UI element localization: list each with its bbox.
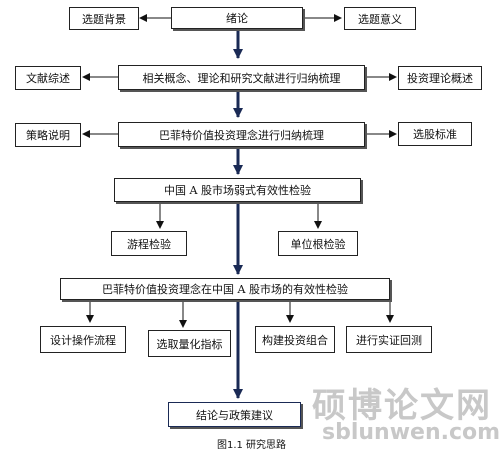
effectiveness-test-box: 巴菲特价值投资理念在中国 A 股市场的有效性检验 bbox=[60, 278, 390, 300]
topic-significance-box: 选题意义 bbox=[344, 7, 416, 30]
unit-root-test-label: 单位根检验 bbox=[290, 237, 346, 251]
literature-sorting-label: 相关概念、理论和研究文献进行归纳梳理 bbox=[142, 71, 341, 85]
select-indicators-label: 选取量化指标 bbox=[156, 337, 223, 351]
build-portfolio-label: 构建投资组合 bbox=[262, 333, 328, 347]
investment-theory-overview-box: 投资理论概述 bbox=[398, 66, 482, 90]
literature-sorting-box: 相关概念、理论和研究文献进行归纳梳理 bbox=[118, 65, 365, 90]
buffett-sorting-label: 巴菲特价值投资理念进行归纳梳理 bbox=[159, 128, 324, 142]
backtest-box: 进行实证回测 bbox=[346, 326, 432, 353]
topic-background-label: 选题背景 bbox=[82, 12, 126, 26]
watermark-text: 硕博论文网 bbox=[312, 386, 492, 426]
intro-box: 绪论 bbox=[171, 7, 303, 29]
conclusion-label: 结论与政策建议 bbox=[196, 408, 273, 422]
weak-form-test-box: 中国 A 股市场弱式有效性检验 bbox=[114, 178, 361, 202]
topic-background-box: 选题背景 bbox=[69, 7, 139, 30]
strategy-description-box: 策略说明 bbox=[15, 123, 81, 147]
literature-review-box: 文献综述 bbox=[15, 66, 81, 90]
watermark-url: sblunwen.com bbox=[322, 420, 501, 445]
runs-test-label: 游程检验 bbox=[127, 237, 171, 251]
strategy-description-label: 策略说明 bbox=[26, 129, 70, 142]
backtest-label: 进行实证回测 bbox=[356, 333, 422, 347]
figure-caption: 图1.1 研究思路 bbox=[216, 440, 287, 451]
stock-selection-criteria-label: 选股标准 bbox=[413, 128, 457, 141]
stock-selection-criteria-box: 选股标准 bbox=[398, 122, 472, 146]
investment-theory-overview-label: 投资理论概述 bbox=[407, 72, 473, 85]
design-process-box: 设计操作流程 bbox=[40, 326, 126, 353]
design-process-label: 设计操作流程 bbox=[50, 333, 116, 347]
topic-significance-label: 选题意义 bbox=[358, 12, 402, 26]
weak-form-test-label: 中国 A 股市场弱式有效性检验 bbox=[164, 184, 311, 197]
effectiveness-test-label: 巴菲特价值投资理念在中国 A 股市场的有效性检验 bbox=[102, 283, 348, 296]
literature-review-label: 文献综述 bbox=[26, 72, 70, 85]
conclusion-box: 结论与政策建议 bbox=[168, 402, 301, 427]
buffett-sorting-box: 巴菲特价值投资理念进行归纳梳理 bbox=[118, 122, 365, 147]
runs-test-box: 游程检验 bbox=[111, 231, 187, 256]
build-portfolio-box: 构建投资组合 bbox=[255, 326, 335, 353]
select-indicators-box: 选取量化指标 bbox=[148, 330, 231, 357]
intro-label: 绪论 bbox=[226, 12, 248, 25]
unit-root-test-box: 单位根检验 bbox=[278, 231, 358, 256]
